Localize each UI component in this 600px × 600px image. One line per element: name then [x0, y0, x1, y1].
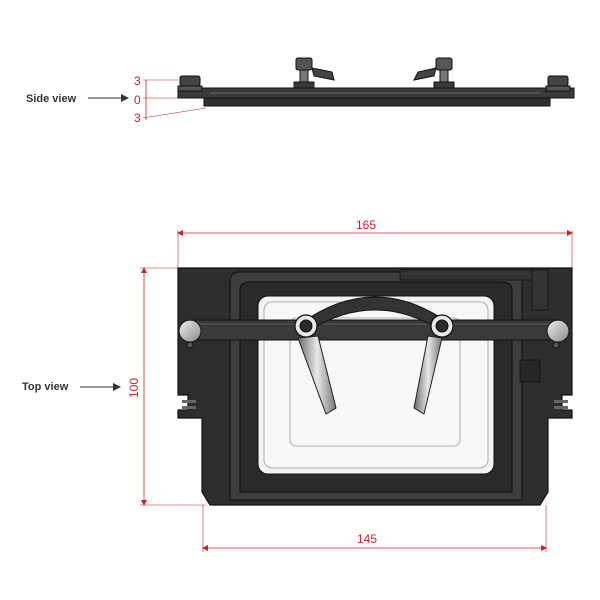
side-right-clamp: [547, 75, 569, 87]
notch-right-2: [554, 406, 568, 409]
top-view-label-group: Top view: [22, 381, 121, 393]
window-inner-frame: [289, 317, 461, 447]
side-view-label-group: Side view: [26, 93, 129, 105]
side-dim-center: 0: [134, 93, 141, 107]
side-dim-ext-bottom: [142, 107, 207, 119]
side-thumbscrew-right: [413, 57, 455, 89]
crossbar: [187, 319, 561, 341]
side-view-label: Side view: [26, 93, 77, 105]
dimension-width-inner: 145: [202, 505, 547, 552]
screw-head-left-inner: [299, 319, 313, 333]
side-view-drawing: [177, 57, 575, 107]
side-step-right: [519, 359, 541, 383]
top-view-label: Top view: [22, 381, 69, 393]
notch-left-2: [182, 406, 196, 409]
screw-head-right-inner: [435, 319, 449, 333]
knob-right: [546, 319, 570, 343]
knob-left: [178, 319, 202, 343]
notch-right-1: [554, 400, 568, 403]
latch-block: [531, 269, 549, 311]
side-right-clamp-base: [545, 85, 571, 92]
side-thumbscrew-left: [293, 57, 335, 89]
latch-rail: [399, 269, 541, 281]
notch-left-1: [182, 400, 196, 403]
pin-right: [552, 341, 560, 349]
arm-left: [297, 335, 337, 415]
dim-165-label: 165: [356, 218, 376, 232]
side-left-clamp-base: [177, 85, 203, 92]
side-dim-lower: 3: [134, 111, 141, 125]
side-dim-upper: 3: [134, 74, 141, 88]
side-left-clamp: [179, 75, 201, 87]
dimension-width-outer: 165: [177, 218, 573, 268]
pin-left: [186, 341, 194, 349]
side-lower-body: [203, 97, 551, 107]
arm-right: [413, 335, 443, 415]
dim-145-label: 145: [357, 532, 377, 546]
dimension-height: 100: [127, 267, 206, 506]
dim-100-label: 100: [127, 378, 141, 398]
side-view-dimensions: 3 0 3: [134, 74, 207, 125]
top-view-drawing: [177, 267, 573, 506]
